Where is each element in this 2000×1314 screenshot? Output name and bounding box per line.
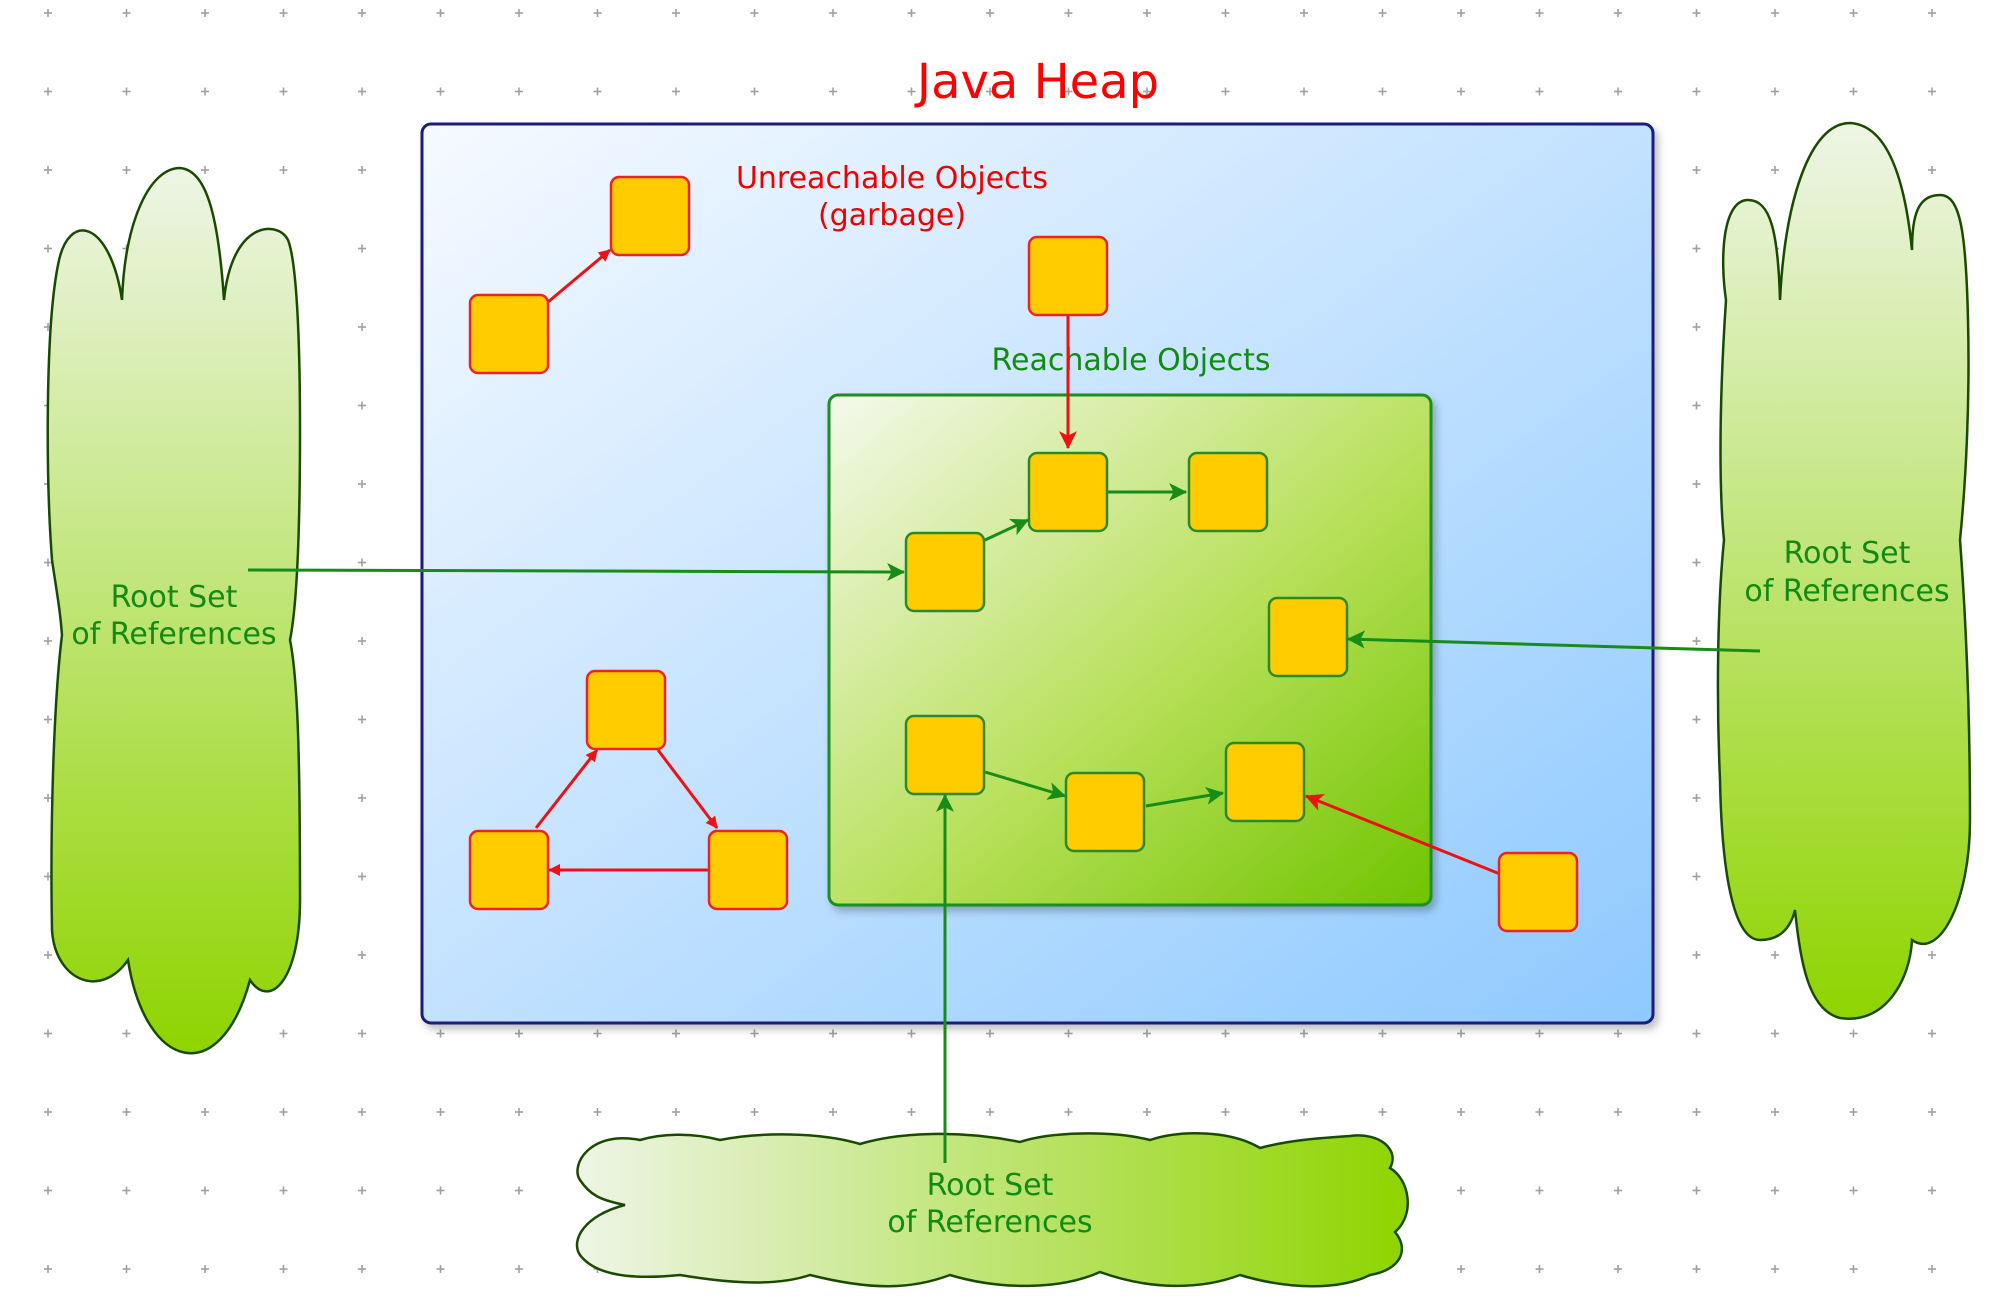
object-triangle-left	[468, 829, 550, 911]
ref-arrow-triangle-1	[534, 749, 599, 829]
diagram-title: Java Heap	[914, 54, 1159, 110]
root-set-right-line1: Root Set	[1784, 536, 1911, 571]
object-triangle-top	[585, 669, 667, 751]
object-reachable-1	[904, 531, 986, 613]
object-unreachable-pair-b	[609, 175, 691, 257]
root-set-cloud-right	[1716, 121, 1972, 1020]
root-set-left-line2: of References	[71, 617, 276, 652]
ref-arrow-triangle-2	[656, 749, 719, 829]
root-set-cloud-bottom	[575, 1132, 1409, 1288]
object-triangle-right	[707, 829, 789, 911]
ref-arrow-unreachable-pair	[547, 248, 611, 304]
object-unreachable-right	[1497, 851, 1579, 933]
garbage-label: (garbage)	[818, 198, 966, 233]
object-reachable-7	[1224, 741, 1306, 823]
root-set-right-line2: of References	[1744, 574, 1949, 609]
ref-arrow-reachable-3	[984, 770, 1067, 800]
object-unreachable-pair-a	[468, 293, 550, 375]
object-reachable-4	[1267, 596, 1349, 678]
reachable-objects-label: Reachable Objects	[992, 343, 1271, 378]
object-reachable-2	[1027, 451, 1109, 533]
root-set-bottom-line1: Root Set	[927, 1168, 1054, 1203]
ref-arrow-reachable-4	[1145, 786, 1225, 808]
root-set-bottom-line2: of References	[887, 1205, 1092, 1240]
object-unreachable-top	[1027, 235, 1109, 317]
unreachable-objects-label: Unreachable Objects	[736, 161, 1048, 196]
object-reachable-6	[1064, 771, 1146, 853]
object-reachable-3	[1187, 451, 1269, 533]
object-reachable-5	[904, 714, 986, 796]
root-ref-arrow-left	[247, 562, 906, 581]
ref-arrow-reachable-1	[984, 518, 1030, 542]
root-ref-arrow-right	[1346, 630, 1761, 653]
root-set-left-line1: Root Set	[111, 580, 238, 615]
ref-arrow-garbage-right-to-reachable	[1304, 793, 1501, 876]
root-set-cloud-left	[46, 166, 302, 1055]
